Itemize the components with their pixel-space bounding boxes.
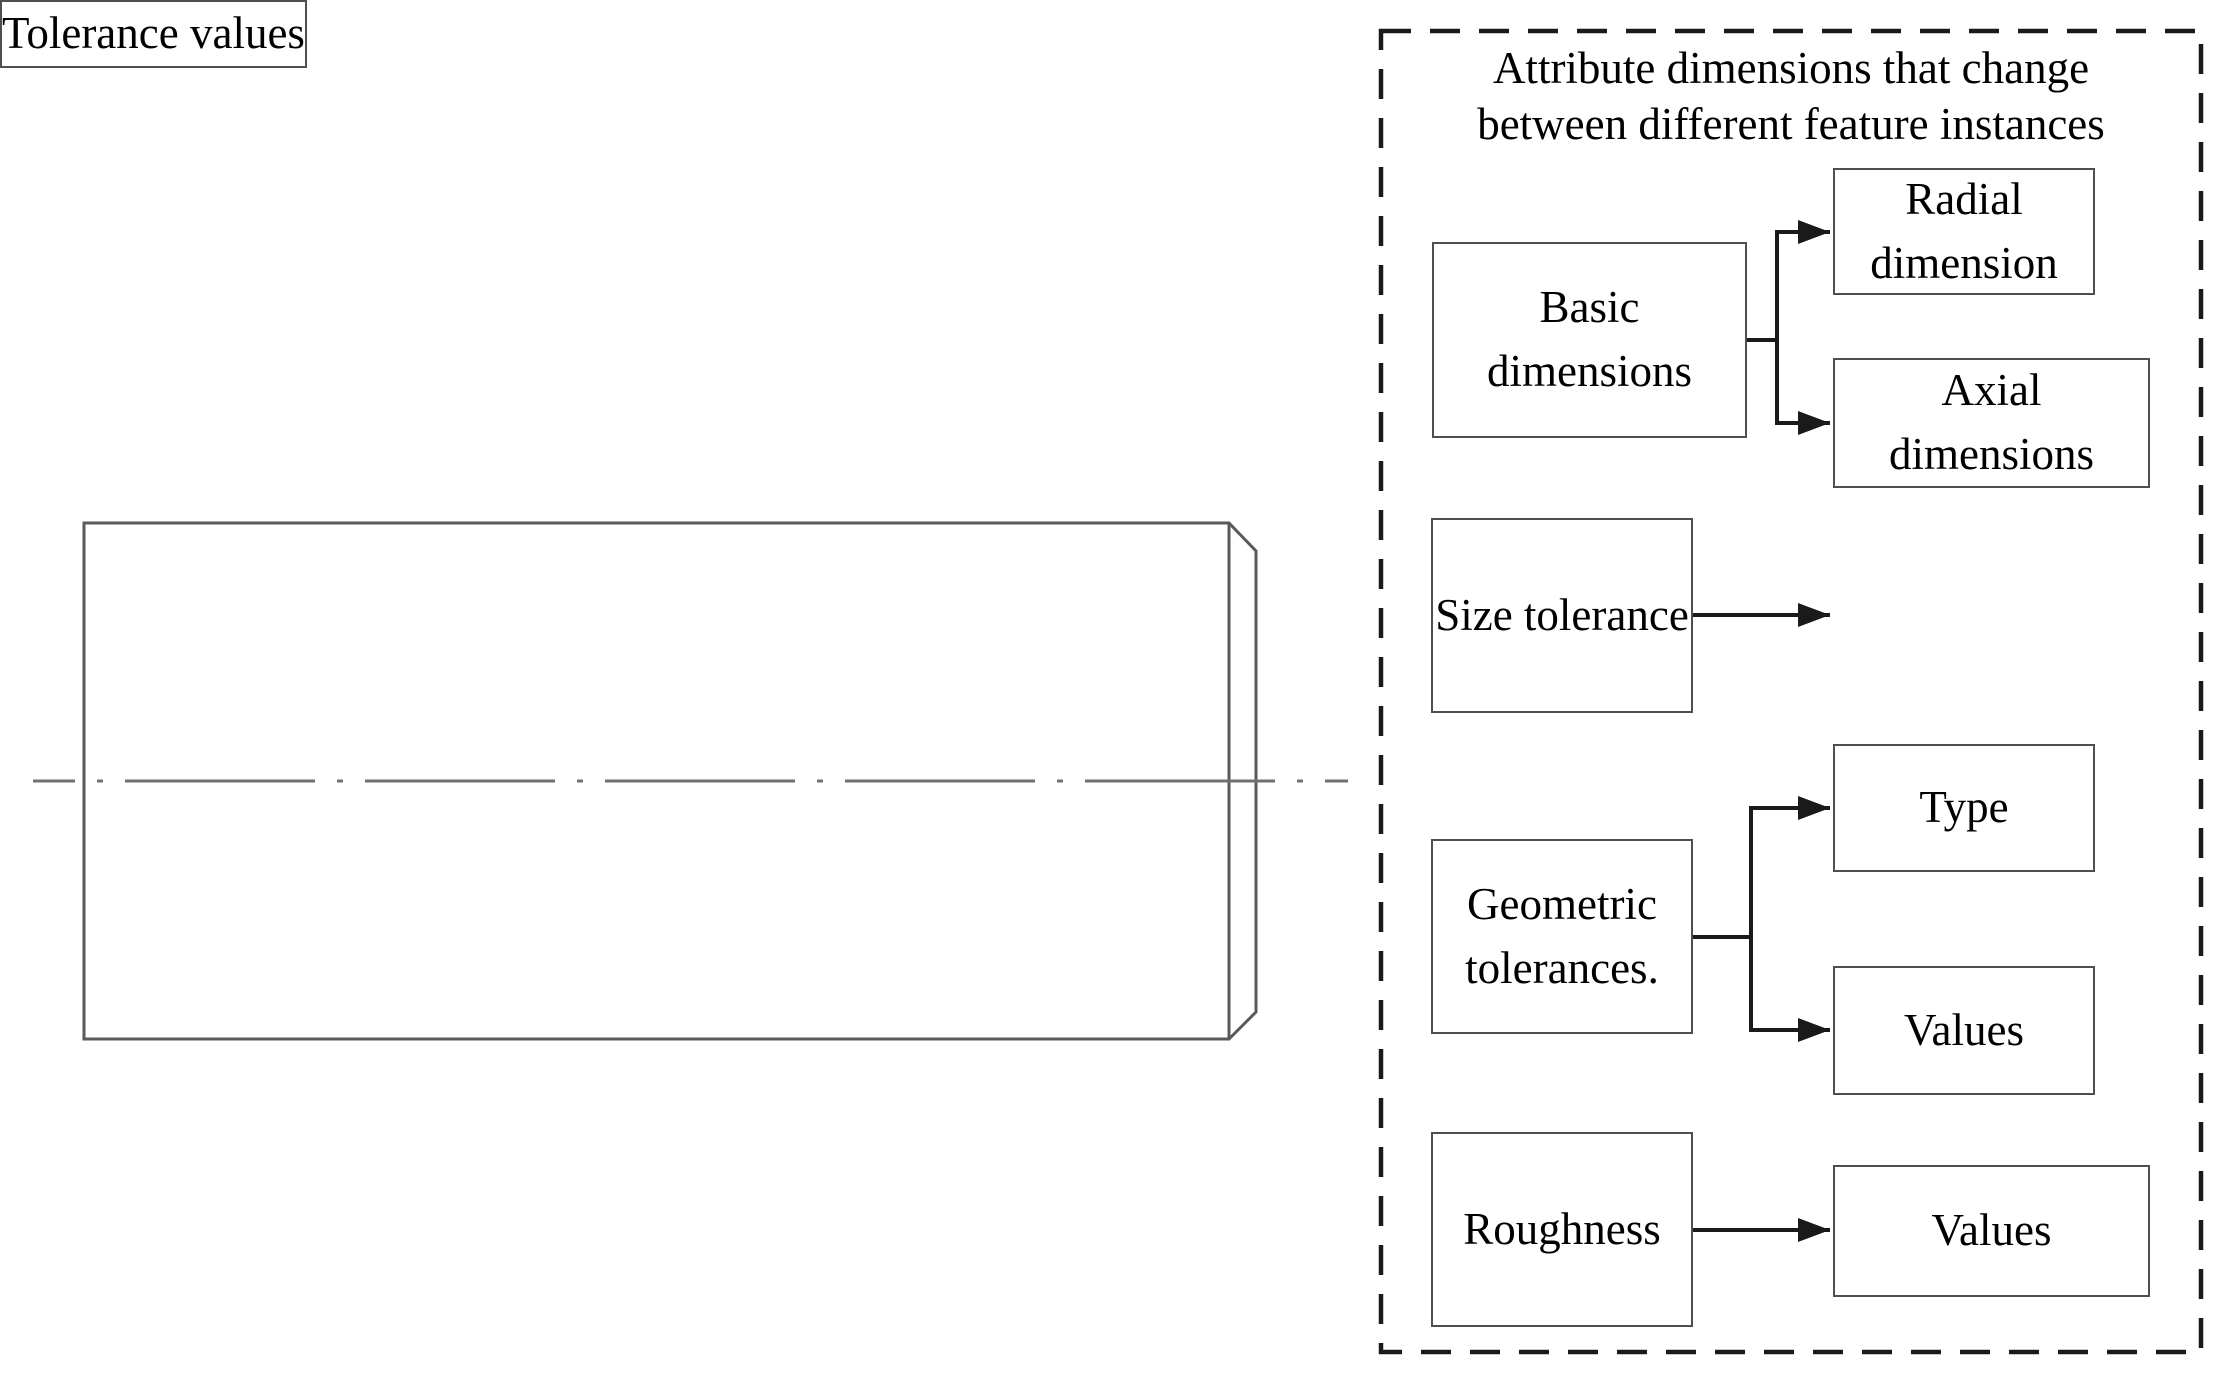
connector-geometric-trunk [1693,806,1753,1032]
box-size-tolerance: Size tolerance [1431,518,1693,713]
box-radial-dimension: Radial dimension [1833,168,2095,295]
box-axial-dimensions: Axial dimensions [1833,358,2150,488]
panel-title-line-2: between different feature instances [1477,99,2105,149]
box-roughness: Roughness [1431,1132,1693,1327]
panel-title: Attribute dimensions that change between… [1383,40,2199,152]
connector-basic-trunk [1747,230,1779,425]
panel-border [1378,28,2204,1355]
panel-title-line-1: Attribute dimensions that change [1492,43,2090,93]
box-basic-dimensions: Basic dimensions [1432,242,1747,438]
box-geometric-values: Values [1833,966,2095,1095]
box-geometric-tolerances: Geometric tolerances. [1431,839,1693,1034]
box-type: Type [1833,744,2095,872]
box-tolerance-values: Tolerance values [0,0,307,68]
box-roughness-values: Values [1833,1165,2150,1297]
